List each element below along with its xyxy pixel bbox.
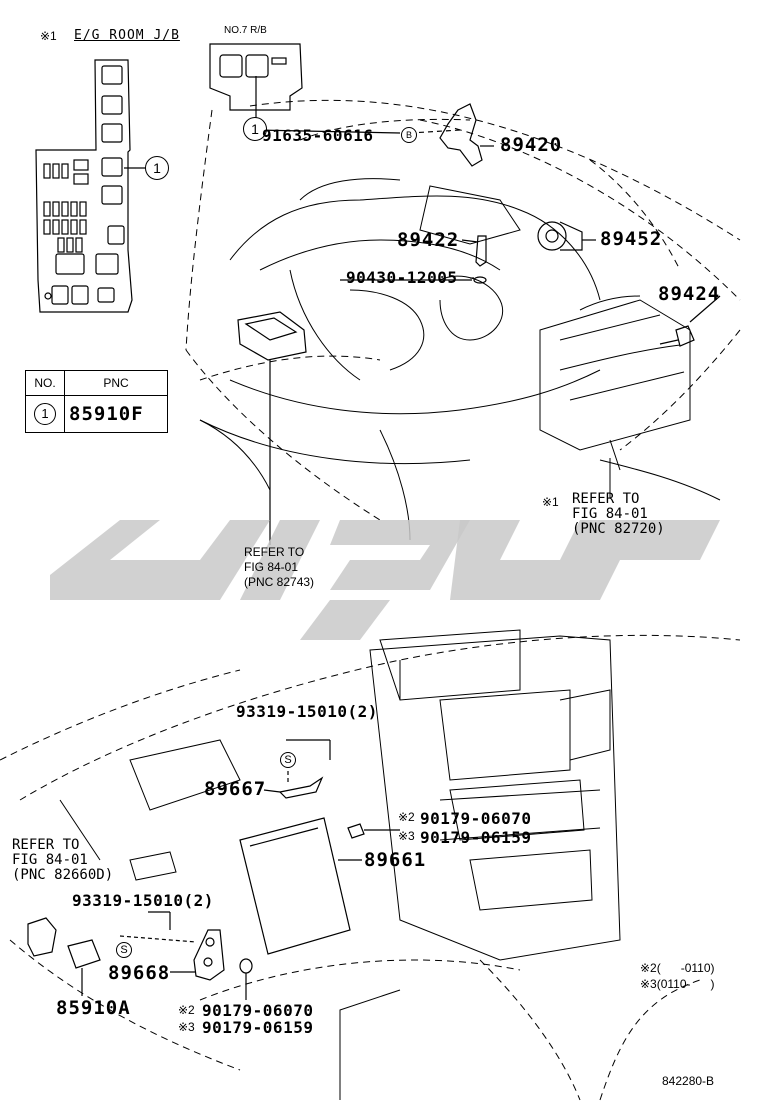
tag-s-bottom: S — [116, 942, 132, 958]
part-90430-12005: 90430-12005 — [346, 268, 458, 287]
part-89452: 89452 — [600, 228, 663, 250]
refer-pnc-82720: REFER TO FIG 84-01 (PNC 82720) — [572, 491, 665, 537]
mark-2-top: ※2 — [398, 810, 415, 824]
refer-pnc-82743: REFER TO FIG 84-01 (PNC 82743) — [244, 545, 315, 589]
figure-id: 842280-B — [662, 1074, 715, 1088]
mark-3-bottom: ※3 — [178, 1020, 195, 1034]
legend-note-3: ※3(0110- ) — [640, 977, 715, 991]
watermark-shape — [50, 520, 720, 640]
connector-82660d — [27, 917, 57, 957]
eg-room-title: E/G ROOM J/B — [74, 28, 180, 43]
engine-assembly — [199, 178, 721, 541]
refer-pnc-82660d: REFER TO FIG 84-01 (PNC 82660D) — [12, 837, 114, 883]
mark-2-bottom: ※2 — [178, 1003, 195, 1017]
relay-85910a — [67, 939, 101, 996]
ecu-89661 — [239, 817, 362, 955]
part-90179-06159-top: 90179-06159 — [420, 828, 532, 847]
part-89667: 89667 — [204, 778, 267, 800]
part-90179-06159-bottom: 90179-06159 — [202, 1018, 314, 1037]
sensor-89420 — [409, 103, 494, 167]
callout-1-relay: 1 — [243, 117, 267, 141]
mark-1-refer: ※1 — [542, 495, 559, 509]
tag-b: B — [401, 127, 417, 143]
part-93319-15010-bottom: 93319-15010(2) — [72, 891, 214, 910]
mark-3-top: ※3 — [398, 829, 415, 843]
part-90179-06070-top: 90179-06070 — [420, 809, 532, 828]
pnc-table: NO. PNC 1 85910F — [25, 370, 168, 433]
row-no-circle: 1 — [34, 403, 56, 425]
part-85910a: 85910A — [56, 997, 131, 1019]
dashboard-assembly — [0, 629, 741, 1101]
tag-s-top: S — [280, 752, 296, 768]
eg-room-junction-block — [35, 59, 146, 313]
bracket-89668 — [119, 929, 253, 1000]
bracket-89667 — [263, 739, 331, 799]
part-89424: 89424 — [658, 283, 721, 305]
sensor-89422 — [461, 235, 487, 284]
part-91635-60616: 91635-60616 — [262, 126, 374, 145]
eg-room-mark: ※1 — [40, 29, 57, 43]
row-pnc-cell: 85910F — [64, 395, 168, 433]
legend-note-2: ※2( -0110) — [640, 961, 715, 975]
part-89422: 89422 — [397, 229, 460, 251]
no7-rb-title: NO.7 R/B — [224, 25, 267, 36]
part-89420: 89420 — [500, 134, 563, 156]
part-93319-15010-top: 93319-15010(2) — [236, 702, 378, 721]
part-90179-06070-bottom: 90179-06070 — [202, 1001, 314, 1020]
callout-1-junction: 1 — [145, 156, 169, 180]
sensor-89424 — [659, 295, 721, 347]
col-pnc-header: PNC — [64, 370, 168, 396]
engine-ecu-module — [237, 311, 307, 545]
col-no-header: NO. — [25, 370, 65, 396]
part-89661: 89661 — [364, 849, 427, 871]
sensor-89452 — [537, 221, 596, 251]
row-pnc-value: 85910F — [69, 403, 144, 425]
no7-relay-block — [209, 43, 303, 120]
part-89668: 89668 — [108, 962, 171, 984]
row-no-cell: 1 — [25, 395, 65, 433]
